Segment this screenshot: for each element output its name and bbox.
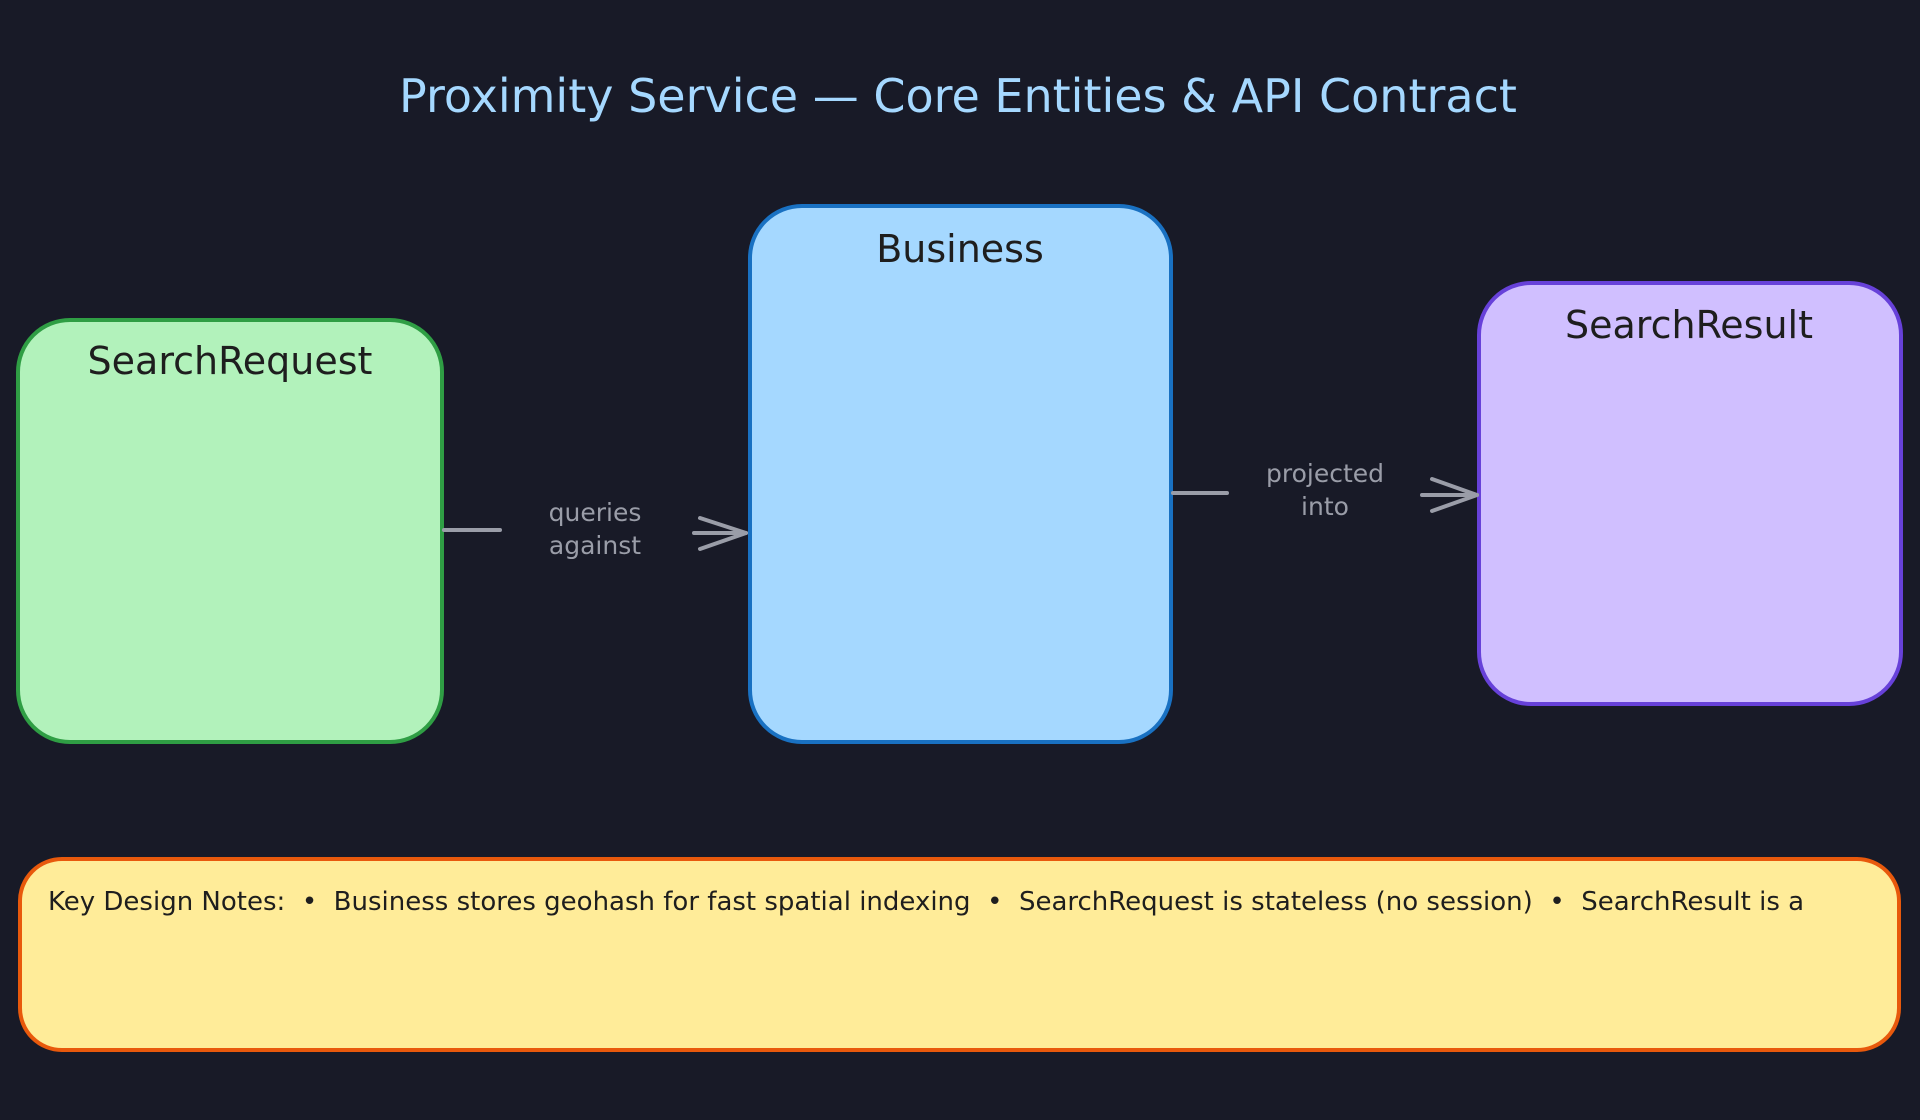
edge-projected-into: projected into [1171,459,1479,521]
entity-business-label: Business [876,227,1044,271]
edge-projected-into-label-line1: projected [1266,459,1384,488]
edge-queries-against-label-line2: against [549,531,641,560]
entity-search-result-label: SearchResult [1565,303,1813,347]
entity-search-request[interactable]: SearchRequest [16,318,444,744]
entity-business[interactable]: Business [748,204,1173,744]
arrowhead-icon [1430,477,1479,513]
diagram-title: Proximity Service — Core Entities & API … [399,69,1517,123]
edge-projected-into-label-line2: into [1301,492,1349,521]
arrowhead-icon [698,516,748,551]
edge-queries-against-label-line1: queries [549,498,642,527]
design-notes-text: Key Design Notes: • Business stores geoh… [48,887,1804,917]
entity-search-request-label: SearchRequest [88,339,373,383]
edge-queries-against: queries against [442,498,748,560]
entity-search-result[interactable]: SearchResult [1477,281,1903,706]
entity-business-box [748,204,1173,744]
design-notes-box[interactable]: Key Design Notes: • Business stores geoh… [18,857,1901,1052]
entity-search-request-box [16,318,444,744]
entity-search-result-box [1477,281,1903,706]
design-notes-background [18,857,1901,1052]
